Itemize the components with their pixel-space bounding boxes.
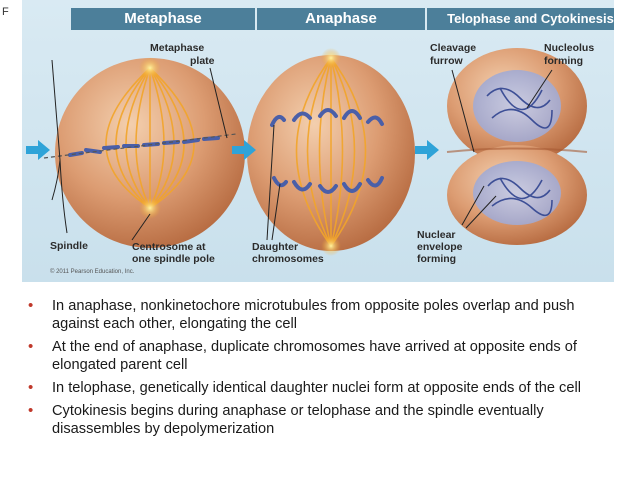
label-nucleolus-1: Nucleolus <box>544 42 595 54</box>
nucleus-top <box>473 70 561 142</box>
arrow-3-icon <box>415 140 439 160</box>
bullet-text: Cytokinesis begins during anaphase or te… <box>52 403 544 437</box>
figure-artwork <box>26 48 588 256</box>
bullet-item: • At the end of anaphase, duplicate chro… <box>20 338 620 374</box>
label-daughter-1: Daughter <box>252 241 299 253</box>
label-metaphase-plate-2: plate <box>190 55 215 67</box>
label-nuclear-1: Nuclear <box>417 229 456 241</box>
bullet-icon: • <box>28 379 34 396</box>
label-metaphase-plate-1: Metaphase <box>150 42 205 54</box>
centrosome-bottom-icon <box>139 197 161 219</box>
anaphase-cell <box>247 48 415 256</box>
arrow-2-icon <box>232 140 256 160</box>
header-anaphase: Anaphase <box>257 8 425 30</box>
header-metaphase: Metaphase <box>71 8 255 30</box>
stray-letter: F <box>2 6 9 18</box>
bullet-icon: • <box>28 402 34 419</box>
label-centrosome-1: Centrosome at <box>132 241 206 253</box>
leader-lines <box>51 59 553 241</box>
nucleus-bottom <box>473 161 561 225</box>
progress-arrows <box>26 140 439 160</box>
copyright-notice: © 2011 Pearson Education, Inc. <box>50 269 135 275</box>
label-spindle: Spindle <box>50 240 88 252</box>
centrosome-top-icon <box>139 57 161 79</box>
metaphase-cell <box>43 57 245 248</box>
bullet-item: • In telophase, genetically identical da… <box>20 379 620 397</box>
label-cleavage-furrow-1: Cleavage <box>430 42 477 54</box>
header-telophase: Telophase and Cytokinesis <box>427 8 614 30</box>
telophase-cell <box>446 48 588 245</box>
label-nucleolus-2: forming <box>544 55 584 67</box>
bullet-icon: • <box>28 297 34 314</box>
bullet-list: • In anaphase, nonkinetochore microtubul… <box>20 297 620 443</box>
bullet-text: In anaphase, nonkinetochore microtubules… <box>52 298 575 332</box>
label-centrosome-2: one spindle pole <box>132 253 215 265</box>
bullet-text: In telophase, genetically identical daug… <box>52 380 581 396</box>
label-cleavage-furrow-2: furrow <box>430 55 463 67</box>
bullet-icon: • <box>28 338 34 355</box>
arrow-1-icon <box>26 140 50 160</box>
mitosis-figure: Metaphase Anaphase Telophase and Cytokin… <box>22 0 614 282</box>
bullet-text: At the end of anaphase, duplicate chromo… <box>52 339 577 373</box>
label-daughter-2: chromosomes <box>252 253 324 265</box>
label-nuclear-2: envelope <box>417 241 463 253</box>
bullet-item: • Cytokinesis begins during anaphase or … <box>20 402 620 438</box>
label-nuclear-3: forming <box>417 253 457 265</box>
bullet-item: • In anaphase, nonkinetochore microtubul… <box>20 297 620 333</box>
